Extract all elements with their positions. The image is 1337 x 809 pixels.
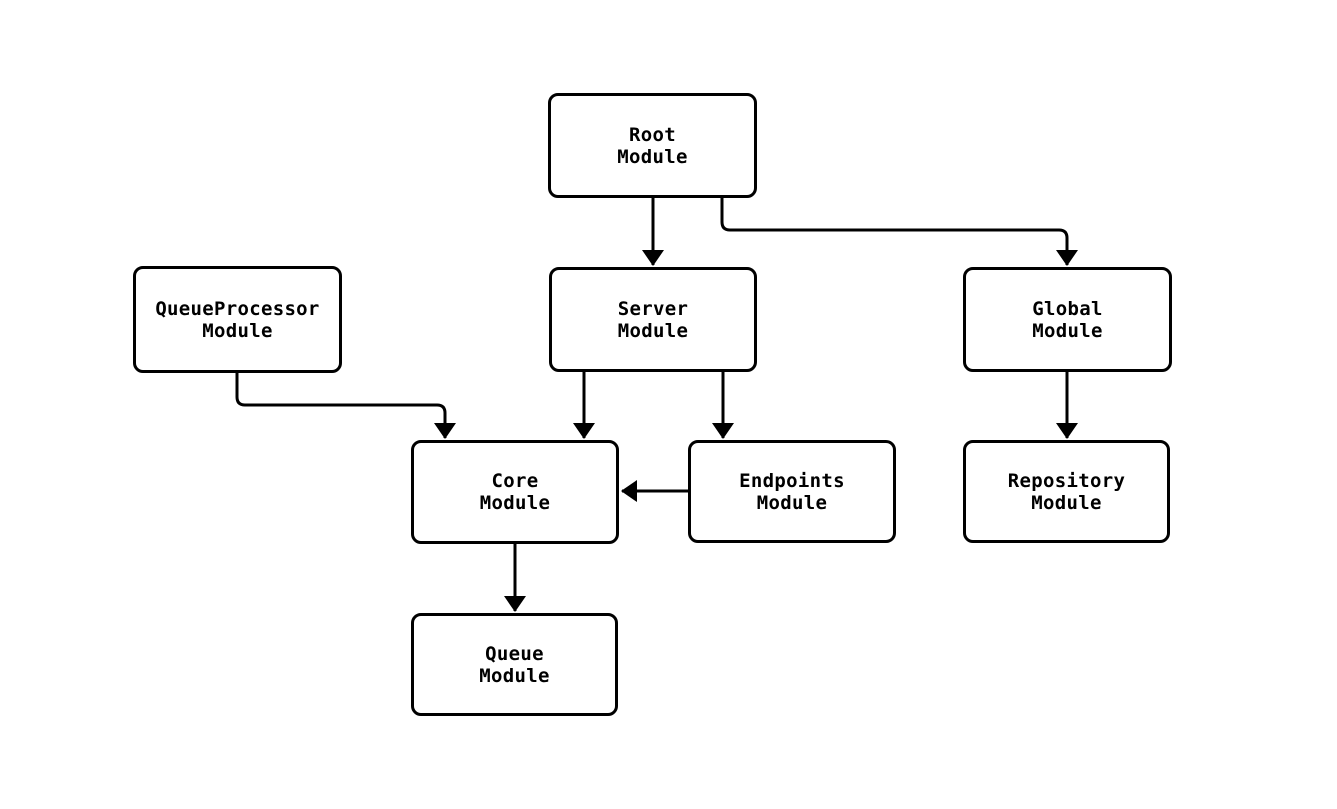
edge-queueprocessor-core [235,373,456,439]
node-server: Server Module [549,267,757,372]
node-queueprocessor-label: QueueProcessor Module [155,297,320,342]
node-root-label: Root Module [617,123,688,168]
node-core-label: Core Module [479,470,551,514]
node-queueprocessor: QueueProcessor Module [133,266,342,373]
node-server-label: Server Module [617,297,689,342]
node-global-label: Global Module [1032,297,1103,342]
node-endpoints: Endpoints Module [688,440,896,543]
node-global: Global Module [963,267,1172,372]
node-core: Core Module [411,440,619,544]
node-endpoints-label: Endpoints Module [739,469,845,514]
edge-root-global [720,198,1078,266]
node-repository-label: Repository Module [1007,469,1126,514]
node-repository: Repository Module [963,440,1170,543]
node-queue-label: Queue Module [479,642,550,687]
node-root: Root Module [548,93,757,198]
node-queue: Queue Module [411,613,618,716]
